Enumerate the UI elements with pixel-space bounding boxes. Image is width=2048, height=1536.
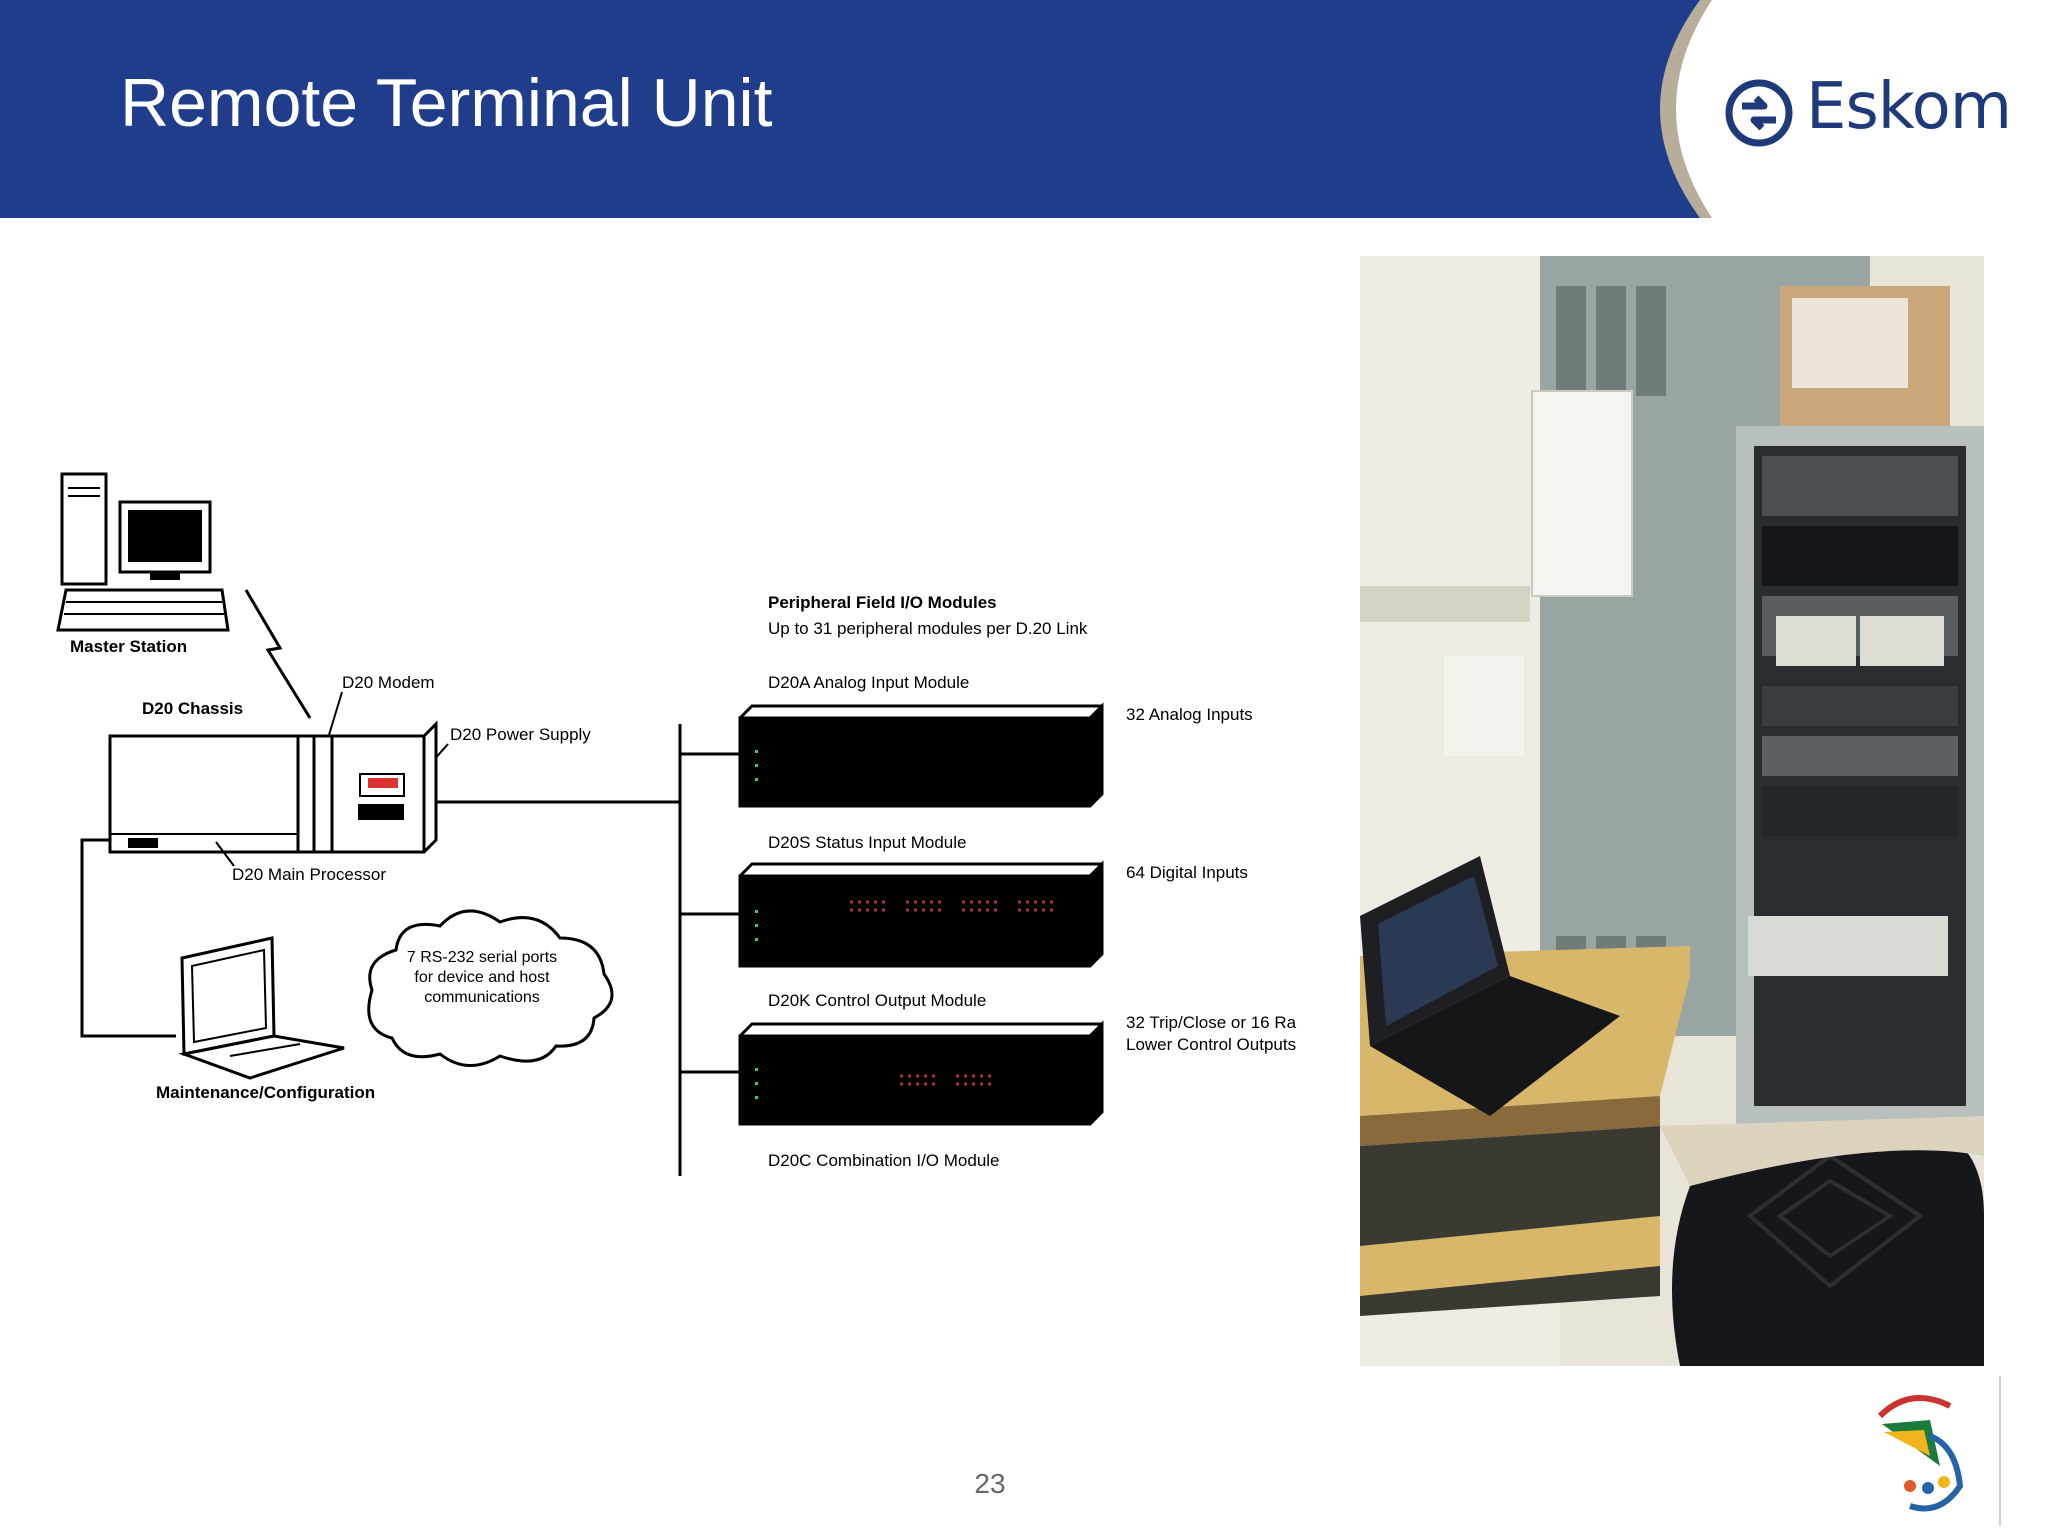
cloud-text-2: for device and host (414, 969, 550, 986)
cloud-text-3: communications (424, 989, 540, 1006)
cloud-text-1: 7 RS-232 serial ports (407, 949, 557, 966)
module-a-io: 32 Analog Inputs (1126, 705, 1253, 724)
slide-title: Remote Terminal Unit (120, 65, 773, 141)
module-k-label: D20K Control Output Module (768, 991, 986, 1010)
d20-main-processor-label: D20 Main Processor (232, 865, 386, 884)
module-a-box (738, 702, 1104, 808)
d20-modem-label: D20 Modem (342, 673, 435, 692)
d20-power-supply-label: D20 Power Supply (450, 725, 591, 744)
footer-divider (1999, 1376, 2001, 1526)
module-s-label: D20S Status Input Module (768, 833, 966, 852)
module-c-label: D20C Combination I/O Module (768, 1151, 1000, 1170)
peripheral-title: Peripheral Field I/O Modules (768, 593, 997, 612)
module-s-io: 64 Digital Inputs (1126, 863, 1248, 882)
module-s-box (738, 860, 1104, 968)
eskom-logo-icon (1725, 79, 1793, 147)
cloud-shape (367, 909, 614, 1067)
module-a-label: D20A Analog Input Module (768, 673, 969, 692)
d20-chassis-label: D20 Chassis (142, 699, 243, 718)
master-station-computer-icon (56, 472, 230, 632)
maintenance-laptop-icon (178, 936, 345, 1080)
header-band (0, 0, 2048, 218)
rtu-photo (1360, 256, 1984, 1366)
d20-chassis-unit (108, 720, 438, 854)
peripheral-subtitle: Up to 31 peripheral modules per D.20 Lin… (768, 619, 1088, 638)
module-k-io-line1: 32 Trip/Close or 16 Ra (1126, 1013, 1297, 1032)
rtu-diagram: Master Station D20 Chassis D20 Modem D20… (56, 472, 1297, 1176)
anniversary-emblem-icon (1877, 1395, 1964, 1512)
module-k-box (738, 1020, 1104, 1126)
maintenance-label: Maintenance/Configuration (156, 1083, 375, 1102)
eskom-logo-text: Eskom (1806, 70, 2012, 144)
module-k-io-line2: Lower Control Outputs (1126, 1035, 1296, 1054)
page-number: 23 (974, 1468, 1006, 1499)
master-station-label: Master Station (70, 637, 187, 656)
